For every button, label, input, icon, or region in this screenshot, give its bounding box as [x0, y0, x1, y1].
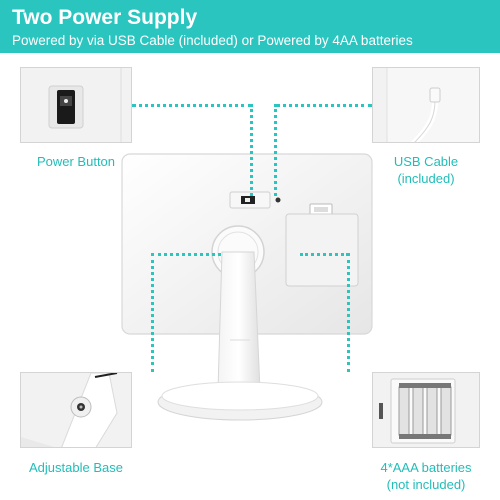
battery-compartment-inset [372, 372, 480, 448]
usb-cable-label-line1: USB Cable [393, 154, 459, 169]
connector-battery-horizontal [300, 253, 349, 256]
usb-cable-inset [372, 67, 480, 143]
header-banner: Two Power Supply Powered by via USB Cabl… [0, 0, 500, 53]
adjustable-base-inset [20, 372, 132, 448]
connector-power-horizontal [132, 104, 252, 107]
connector-battery-vertical [347, 253, 350, 372]
connector-usb-horizontal [276, 104, 372, 107]
page-title: Two Power Supply [12, 6, 198, 29]
page-subtitle: Powered by via USB Cable (included) or P… [12, 33, 413, 48]
usb-cable-label: USB Cable (included) [372, 153, 480, 187]
connector-usb-vertical [274, 104, 277, 196]
batteries-label-line1: 4*AAA batteries [380, 460, 472, 475]
power-button-label: Power Button [36, 154, 116, 169]
batteries-label: 4*AAA batteries (not included) [360, 459, 492, 493]
connector-base-horizontal [151, 253, 221, 256]
adjustable-base-label: Adjustable Base [29, 460, 123, 475]
connector-power-vertical [250, 104, 253, 196]
connector-base-vertical [151, 253, 154, 372]
power-button-inset [20, 67, 132, 143]
batteries-label-line2: (not included) [386, 477, 466, 492]
usb-cable-label-line2: (included) [397, 171, 455, 186]
product-illustration [110, 140, 390, 430]
